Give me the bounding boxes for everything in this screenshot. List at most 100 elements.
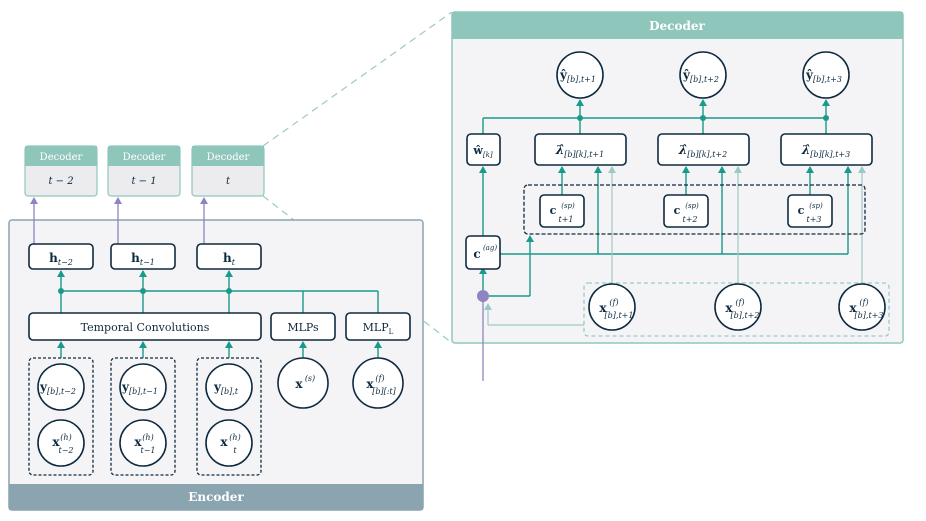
svg-text:(f): (f)	[375, 374, 384, 383]
svg-text:(h): (h)	[229, 433, 240, 442]
decoder-title: Decoder	[649, 19, 705, 33]
svg-text:[b],t+1: [b],t+1	[605, 311, 634, 320]
svg-text:(sp): (sp)	[685, 202, 699, 210]
svg-text:c: c	[473, 247, 480, 261]
input-group-t	[196, 357, 262, 476]
aggregate-context-box: c (ag)	[465, 235, 501, 270]
svg-text:(f): (f)	[609, 298, 618, 307]
svg-text:Temporal Convolutions: Temporal Convolutions	[81, 321, 210, 334]
specific-context-group	[523, 184, 866, 235]
future-covariates-group	[583, 282, 890, 337]
svg-text:ht−2: ht−2	[49, 251, 73, 267]
svg-text:t−1: t−1	[140, 446, 155, 455]
svg-text:(h): (h)	[142, 433, 153, 442]
encoder-panel: Encoder	[8, 219, 424, 511]
mixture-weights-box: ŵ[k]	[466, 133, 501, 166]
specific-context-t+3: c (sp) t+3	[787, 194, 833, 228]
temporal-convolutions-box: Temporal Convolutions	[28, 312, 262, 341]
svg-text:MLPL: MLPL	[363, 321, 394, 336]
decoder-wires	[477, 99, 866, 381]
svg-text:t+1: t+1	[558, 215, 573, 224]
mini-decoder-step: t − 1	[131, 176, 156, 187]
forecast-output-t+1: ŷ[b],t+1	[556, 51, 604, 99]
svg-text:t−2: t−2	[58, 446, 73, 455]
svg-text:[b],t+3: [b],t+3	[855, 311, 884, 320]
target-node-t-2: y[b],t−2	[37, 363, 85, 411]
static-covariate-node: x (s)	[277, 357, 329, 409]
mini-decoder-title: Decoder	[40, 152, 83, 163]
svg-text:[b][:t]: [b][:t]	[372, 387, 396, 396]
decoder-panel: Decoder	[451, 11, 904, 344]
hist-covariate-t: x (h) t	[205, 419, 253, 467]
svg-text:(sp): (sp)	[809, 202, 823, 210]
svg-text:x: x	[366, 377, 374, 391]
future-covariate-t+2: x (f) [b],t+2	[714, 283, 762, 331]
mini-decoder-2: Decoder t − 1	[107, 145, 181, 197]
svg-text:λ̂[b][k],t+2: λ̂[b][k],t+2	[678, 143, 727, 159]
svg-text:ŷ[b],t+2: ŷ[b],t+2	[682, 68, 719, 84]
svg-text:y[b],t−2: y[b],t−2	[39, 380, 76, 396]
svg-text:λ̂[b][k],t+1: λ̂[b][k],t+1	[555, 143, 604, 159]
lambda-box-t+1: λ̂[b][k],t+1	[534, 133, 627, 166]
svg-text:MLPs: MLPs	[287, 321, 319, 334]
svg-text:t+2: t+2	[682, 215, 697, 224]
mini-decoder-1: Decoder t − 2	[24, 145, 98, 197]
specific-context-t+1: c (sp) t+1	[539, 194, 585, 228]
mini-decoder-3: Decoder t	[191, 145, 265, 197]
input-group-t-2	[28, 357, 94, 476]
svg-text:c: c	[798, 204, 805, 217]
lambda-box-t+3: λ̂[b][k],t+3	[780, 133, 873, 166]
hidden-state-t-1: ht−1	[110, 243, 176, 270]
svg-text:(s): (s)	[305, 374, 315, 383]
svg-text:(f): (f)	[859, 298, 868, 307]
svg-text:x: x	[52, 435, 60, 449]
future-covariate-t+3: x (f) [b],t+3	[838, 283, 886, 331]
svg-text:x: x	[599, 301, 607, 315]
mlps-box: MLPs	[270, 312, 336, 341]
hist-covariate-t-2: x (h) t−2	[37, 419, 85, 467]
svg-text:x: x	[725, 301, 733, 315]
encoder-title: Encoder	[188, 490, 244, 504]
svg-text:t: t	[233, 446, 237, 455]
hist-covariate-t-1: x (h) t−1	[119, 419, 167, 467]
svg-text:ŷ[b],t+1: ŷ[b],t+1	[559, 68, 596, 84]
svg-text:y[b],t−1: y[b],t−1	[121, 380, 158, 396]
svg-text:ŷ[b],t+3: ŷ[b],t+3	[805, 68, 842, 84]
svg-text:(ag): (ag)	[483, 244, 497, 252]
hidden-state-t-2: ht−2	[28, 243, 94, 270]
svg-text:x: x	[220, 435, 228, 449]
svg-text:ht−1: ht−1	[131, 251, 155, 267]
zoom-line-top	[262, 11, 453, 147]
forecast-output-t+2: ŷ[b],t+2	[679, 51, 727, 99]
svg-text:t+3: t+3	[806, 215, 821, 224]
hidden-state-t: ht	[196, 243, 262, 270]
future-covariate-t+1: x (f) [b],t+1	[588, 283, 636, 331]
lambda-box-t+2: λ̂[b][k],t+2	[657, 133, 750, 166]
target-node-t-1: y[b],t−1	[119, 363, 167, 411]
mini-decoder-title: Decoder	[123, 152, 166, 163]
svg-text:x: x	[134, 435, 142, 449]
svg-text:x: x	[295, 377, 303, 391]
target-node-t: y[b],t	[205, 363, 253, 411]
mlp-l-box: MLPL	[345, 312, 411, 341]
svg-text:λ̂[b][k],t+3: λ̂[b][k],t+3	[801, 143, 850, 159]
svg-text:y[b],t: y[b],t	[213, 380, 239, 396]
svg-text:(f): (f)	[735, 298, 744, 307]
svg-text:(h): (h)	[60, 433, 71, 442]
svg-text:ht: ht	[223, 251, 236, 267]
svg-text:x: x	[849, 301, 857, 315]
svg-text:c: c	[674, 204, 681, 217]
mini-decoder-title: Decoder	[207, 152, 250, 163]
svg-text:c: c	[550, 204, 557, 217]
specific-context-t+2: c (sp) t+2	[663, 194, 709, 228]
encoder-wires	[30, 197, 382, 358]
svg-text:(sp): (sp)	[561, 202, 575, 210]
mini-decoder-step: t	[226, 176, 231, 187]
forecast-output-t+3: ŷ[b],t+3	[802, 51, 850, 99]
svg-text:ŵ[k]: ŵ[k]	[472, 144, 492, 159]
mini-decoder-step: t − 2	[48, 176, 73, 187]
input-group-t-1	[110, 357, 176, 476]
svg-text:[b],t+2: [b],t+2	[731, 311, 760, 320]
future-covariate-encoder-node: x (f) [b][:t]	[352, 357, 404, 409]
